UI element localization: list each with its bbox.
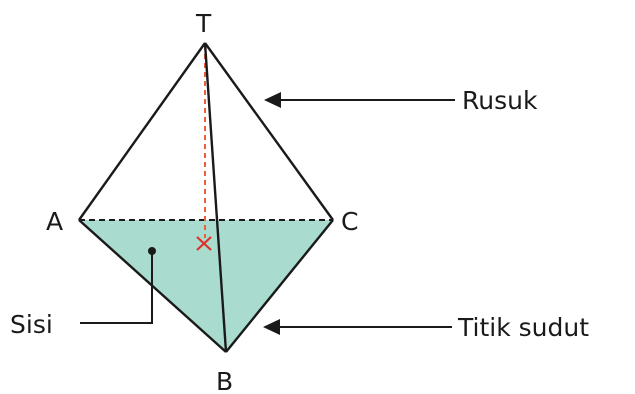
edge-tc bbox=[204, 42, 334, 221]
vertex-label-c: C bbox=[341, 207, 358, 236]
titik-sudut-arrow bbox=[263, 319, 452, 335]
edge-cb bbox=[225, 219, 334, 353]
base-face bbox=[79, 220, 333, 352]
label-rusuk: Rusuk bbox=[462, 86, 538, 115]
vertex-label-a: A bbox=[46, 207, 63, 236]
sisi-leader bbox=[80, 247, 156, 324]
edge-tb bbox=[203, 42, 228, 353]
vertex-label-b: B bbox=[216, 367, 233, 394]
rusuk-arrow bbox=[264, 92, 455, 108]
label-sisi: Sisi bbox=[10, 310, 53, 339]
label-titik-sudut: Titik sudut bbox=[457, 313, 589, 342]
vertex-label-t: T bbox=[195, 9, 212, 38]
height-foot-marker bbox=[196, 236, 212, 251]
edge-ta bbox=[78, 42, 206, 221]
